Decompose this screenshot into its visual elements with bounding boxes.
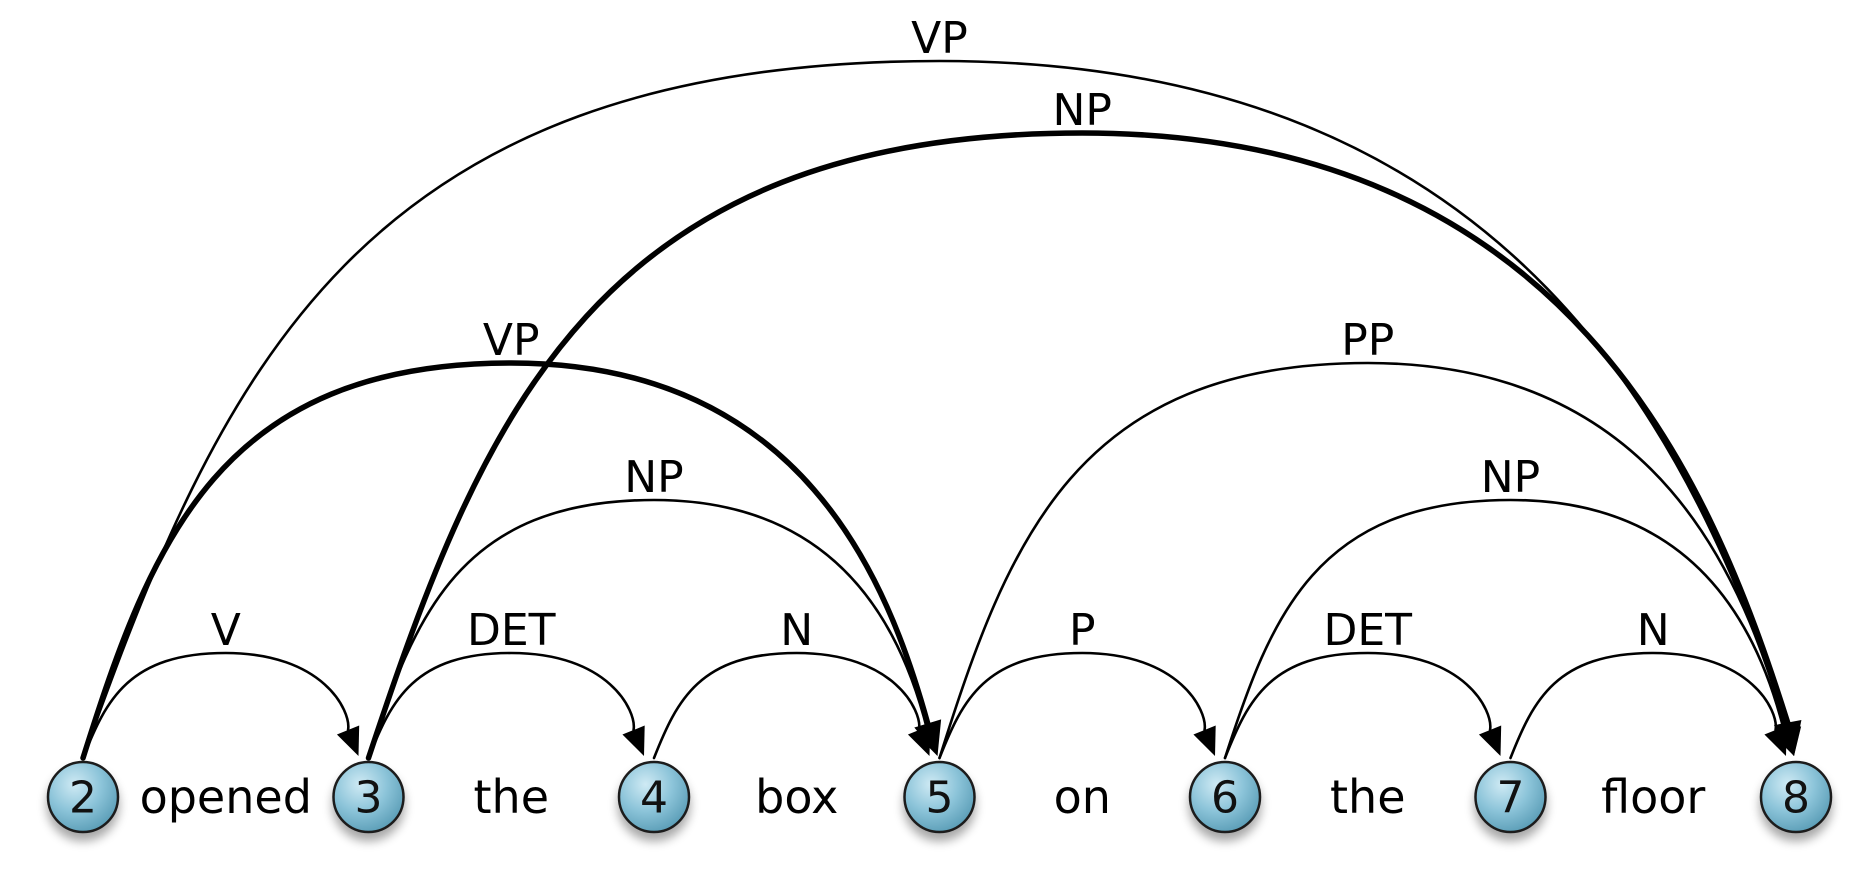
node-circle-2: [46, 760, 120, 834]
node-label-2: 2: [69, 773, 97, 824]
edge-n-4-5: [652, 651, 921, 760]
node-circle-8: [1759, 760, 1833, 834]
edge-pp-5-8: [938, 361, 1788, 760]
word-floor-6: floor: [1601, 770, 1705, 824]
node-circle-4: [617, 760, 691, 834]
node-3: 3: [332, 760, 405, 834]
edge-label-n-7-8: N: [1637, 605, 1670, 656]
edge-label-vp-2-8: VP: [911, 13, 968, 64]
words-layer: opened the box on the floor: [140, 770, 1706, 824]
edges-layer: [80, 59, 1802, 761]
arrowhead-6-7: [1478, 725, 1502, 756]
arrowhead-2-8: [1777, 726, 1802, 756]
edge-n-7-8: [1509, 651, 1778, 760]
edge-v-2-3: [81, 651, 350, 760]
word-box-3: box: [755, 770, 838, 824]
edge-det-3-4: [367, 651, 636, 760]
arrowhead-2-3: [336, 725, 360, 756]
node-8: 8: [1759, 760, 1833, 834]
arrowhead-5-6: [1193, 725, 1216, 756]
edge-label-pp-5-8: PP: [1341, 315, 1394, 366]
edge-label-np-6-8: NP: [1481, 452, 1540, 503]
arrowhead-3-4: [622, 725, 645, 756]
edge-vp-2-5: [80, 360, 931, 761]
edge-vp-2-8: [81, 59, 1791, 760]
arrowhead-2-5: [914, 719, 942, 756]
word-opened-1: opened: [140, 770, 312, 824]
edge-label-n-4-5: N: [780, 605, 813, 656]
node-label-7: 7: [1497, 773, 1525, 824]
edge-label-det-3-4: DET: [467, 605, 556, 656]
node-5: 5: [903, 760, 976, 834]
edge-label-det-6-7: DET: [1323, 605, 1412, 656]
nodes-layer: 2 3 4 5 6 7 8: [46, 760, 1833, 834]
word-on-4: on: [1054, 770, 1111, 824]
word-the-5: the: [1330, 770, 1406, 824]
edge-label-p-5-6: P: [1069, 605, 1096, 656]
node-label-4: 4: [640, 773, 668, 824]
edge-label-v-2-3: V: [211, 605, 241, 656]
edge-np-3-8: [365, 130, 1791, 761]
node-7: 7: [1474, 760, 1547, 834]
node-6: 6: [1188, 760, 1262, 834]
edge-label-np-3-8: NP: [1053, 85, 1112, 136]
node-2: 2: [46, 760, 120, 834]
node-label-6: 6: [1211, 773, 1239, 824]
node-label-5: 5: [926, 773, 954, 824]
node-circle-7: [1474, 760, 1547, 834]
word-the-2: the: [474, 770, 550, 824]
edge-np-6-8: [1223, 498, 1786, 760]
edge-label-vp-2-5: VP: [483, 315, 540, 366]
edge-p-5-6: [938, 651, 1207, 760]
node-label-8: 8: [1782, 773, 1810, 824]
node-4: 4: [617, 760, 691, 834]
node-circle-5: [903, 760, 976, 834]
edge-det-6-7: [1223, 651, 1492, 760]
edge-label-np-3-5: NP: [624, 452, 683, 503]
node-circle-6: [1188, 760, 1262, 834]
node-circle-3: [332, 760, 405, 834]
edge-np-3-5: [367, 498, 929, 760]
node-label-3: 3: [355, 773, 383, 824]
